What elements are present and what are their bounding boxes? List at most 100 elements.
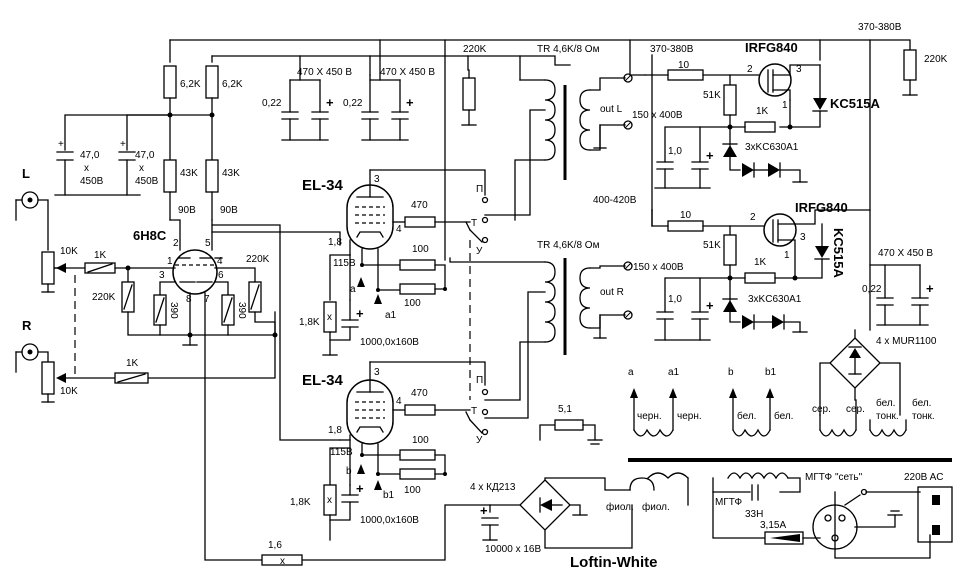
resistor-1k-reg-b [744, 272, 776, 284]
label-r-1k-r: 1K [126, 358, 139, 369]
svg-text:+: + [480, 503, 488, 518]
label-out-l[interactable]: out L [600, 104, 623, 115]
label-r-10-a: 10 [678, 60, 690, 71]
potentiometer-r[interactable] [41, 361, 55, 395]
label-r-6k2-a: 6,2K [180, 79, 201, 90]
label-tr-r: TR 4,6K/8 Ом [537, 240, 600, 251]
resistor-470-top [404, 216, 436, 228]
svg-text:+: + [706, 148, 714, 163]
svg-text:+: + [356, 306, 364, 321]
label-r-470-top: 470 [411, 200, 428, 211]
ac-inlet[interactable] [917, 486, 953, 543]
resistor-43k-b [205, 159, 219, 193]
label-pin-3: 3 [159, 270, 165, 281]
resistor-470-bottom [404, 404, 436, 416]
label-mgtf-1: МГТФ [715, 497, 743, 508]
diagram-title: Loftin-White [570, 554, 657, 571]
svg-text:x: x [327, 495, 332, 506]
label-r-10-b: 10 [680, 210, 692, 221]
label-tube-top-pin3: 3 [374, 174, 380, 185]
label-w-a: a [628, 367, 634, 378]
resistor-220k-far [903, 49, 917, 81]
resistor-220k-top [462, 77, 476, 111]
label-r-390-a: 390 [168, 302, 179, 319]
label-sw-p-bot: П [476, 375, 483, 386]
label-sw-u-top: У [476, 246, 483, 257]
label-mgtf-2: МГТФ [805, 472, 833, 483]
label-tube-top: EL-34 [302, 177, 344, 194]
label-zener-b: KC515A [831, 228, 846, 278]
label-v370-top: 370-380B [650, 44, 694, 55]
label-cap-470-a: 470 X 450 B [297, 67, 352, 78]
label-v115-top: 115B [333, 258, 356, 269]
label-ser-1: сер. [812, 404, 831, 415]
label-r-6k2-b: 6,2K [222, 79, 243, 90]
label-cap-47-a3: 450B [80, 176, 104, 187]
label-bel-ton-1a: бел. [876, 397, 895, 409]
svg-text:+: + [326, 95, 334, 110]
label-bridge-lv: 4 x КД213 [470, 482, 516, 493]
label-pin-1: 1 [167, 256, 173, 267]
label-sw-u-bot: У [476, 435, 483, 446]
label-node-a: a [350, 284, 356, 295]
label-zener-a: KC515A [830, 96, 880, 111]
label-r-1k-l: 1K [94, 250, 107, 261]
label-mosfet-b: IRFG840 [795, 200, 848, 215]
label-v370-right: 370-380B [858, 22, 902, 33]
output-transformers: TR 4,6K/8 Ом out L TR 4,6K/8 Ом out R [449, 44, 633, 419]
label-r-220k-top: 220K [463, 44, 487, 55]
label-r-43k-b: 43K [222, 168, 240, 179]
label-pot-10k-r: 10K [60, 386, 78, 397]
label-mosfet-a: IRFG840 [745, 40, 798, 55]
resistor-100-top-2 [399, 283, 436, 295]
label-node-a1: a1 [385, 310, 397, 321]
label-pin-7: 7 [204, 294, 210, 305]
label-pin-2: 2 [173, 238, 179, 249]
label-tube-bot-pin3: 3 [374, 367, 380, 378]
resistor-100-bottom-1 [399, 449, 436, 461]
label-cap-150-b: 150 x 400B [633, 262, 684, 273]
potentiometer-l[interactable] [41, 251, 55, 285]
label-cap-10-b: 1,0 [668, 294, 682, 305]
switch-mode-bottom[interactable] [469, 419, 483, 434]
label-bridge-hv: 4 x MUR1100 [876, 336, 937, 347]
label-r-220k-right: 220K [246, 254, 270, 265]
lv-heater-supply: 4 x КД213 фиол. фиол. + 10000 x 16B x 1,… [261, 472, 689, 571]
label-tube-bot-pin4: 4 [396, 396, 402, 407]
resistor-6k2-b [205, 65, 219, 99]
resistor-10-a [667, 69, 704, 81]
resistor-6k2-a [163, 65, 177, 99]
label-driver-tube: 6H8C [133, 228, 167, 243]
label-r-18k-top: 1,8K [299, 317, 320, 328]
label-chern-2: черн. [677, 411, 702, 422]
label-cap-10000: 10000 x 16B [485, 544, 541, 555]
label-r-100-t2: 100 [404, 298, 421, 309]
label-r-43k-a: 43K [180, 168, 198, 179]
label-cap-150-a: 150 x 400B [632, 110, 683, 121]
label-bel-ton-2b: тонк. [912, 411, 935, 422]
label-v18-top: 1,8 [328, 237, 342, 248]
label-mosfet-a-pin2: 2 [747, 64, 753, 75]
resistor-43k-a [163, 159, 177, 193]
switch-mode-top[interactable] [469, 229, 483, 243]
label-r-16: 1,6 [268, 540, 282, 551]
label-out-r[interactable]: out R [600, 287, 624, 298]
label-v90-b: 90B [220, 205, 238, 216]
resistor-5r1-group: 5,1 [539, 404, 603, 445]
label-mosfet-b-pin1: 1 [784, 250, 790, 261]
label-r-51k-b: 51K [703, 240, 721, 251]
hv-rails [169, 39, 911, 331]
resistor-100-top-1 [399, 259, 436, 271]
mains-switch[interactable] [844, 494, 861, 506]
label-w-b1: b1 [765, 367, 777, 378]
label-r-390-b: 390 [236, 302, 247, 319]
label-bel-1: бел. [737, 410, 756, 422]
mosfet-irfg840-b [763, 213, 797, 247]
label-sw-t-bot: T [471, 406, 477, 417]
filter-caps-top: 470 X 450 B 470 X 450 B 0,22 + 0,22 + 22… [262, 44, 487, 141]
label-r-51: 5,1 [558, 404, 572, 415]
label-cap-47-b3: 450B [135, 176, 159, 187]
svg-text:x: x [327, 312, 332, 323]
label-cap-33n: 33Н [745, 509, 763, 520]
power-tube-bottom: EL-34 3 4 470 1,8 115B 100 100 b b1 [290, 361, 489, 541]
